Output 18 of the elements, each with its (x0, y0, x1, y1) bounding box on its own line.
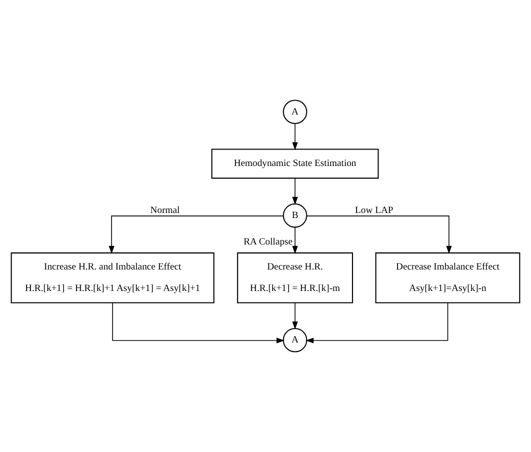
arrow (306, 216, 452, 254)
node-box: Decrease H.R. H.R.[k+1] = H.R.[k]-m (237, 252, 354, 304)
arrow (292, 302, 298, 330)
arrow (108, 216, 284, 254)
node-box: Hemodynamic State Estimation (211, 148, 379, 179)
arrow (112, 302, 285, 344)
arrow (292, 123, 298, 150)
node-circle: A (282, 328, 308, 352)
edge-label: Normal (150, 205, 180, 216)
edge-label: Low LAP (355, 205, 394, 216)
edge-label: RA Collapse (244, 236, 293, 248)
node-circle: B (282, 203, 308, 228)
node-box: Decrease Imbalance Effect Asy[k+1]=Asy[k]-n (375, 252, 520, 304)
node-box: Increase H.R. and Imbalance Effect H.R.[k+1] = H.R.[k]+1 Asy[k+1] = Asy[k]+1 (10, 252, 214, 304)
arrow (306, 302, 448, 344)
arrow (292, 178, 298, 205)
node-circle: A (282, 100, 308, 124)
arrow (292, 226, 298, 254)
